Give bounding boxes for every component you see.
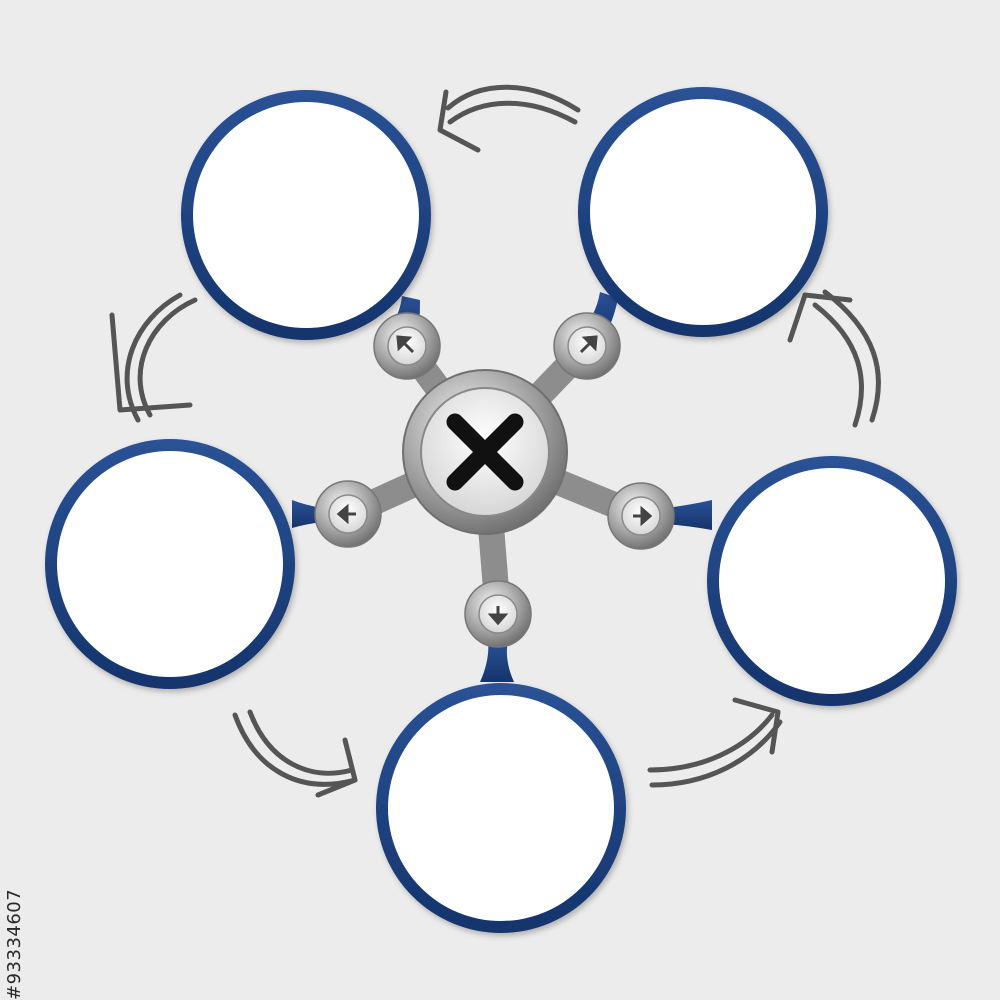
text-bubble-top-left <box>181 90 431 340</box>
text-bubble-top-right <box>578 87 828 337</box>
arrow-right-icon <box>633 505 653 527</box>
connector-up-right <box>553 312 621 380</box>
arrow-up-left-icon <box>396 335 415 354</box>
connector-up-left <box>373 312 441 380</box>
curved-arrow-top <box>437 84 581 153</box>
curved-arrow-lower-left <box>232 709 358 798</box>
text-bubble-left <box>45 439 295 689</box>
connector-right <box>607 482 675 550</box>
text-bubble-right <box>707 456 957 706</box>
stock-id-watermark: #93334607 <box>4 888 25 1000</box>
central-hub <box>402 369 568 535</box>
arrow-down-icon <box>487 606 509 626</box>
curved-arrow-upper-right <box>787 289 881 428</box>
curved-arrow-lower-right <box>647 697 783 788</box>
connector-down <box>464 580 532 648</box>
close-icon <box>446 413 524 491</box>
text-bubble-bottom <box>376 683 626 933</box>
arrow-left-icon <box>336 503 356 525</box>
arrow-up-right-icon <box>579 335 598 354</box>
curved-arrow-upper-left <box>109 292 198 423</box>
connector-left <box>314 480 382 548</box>
